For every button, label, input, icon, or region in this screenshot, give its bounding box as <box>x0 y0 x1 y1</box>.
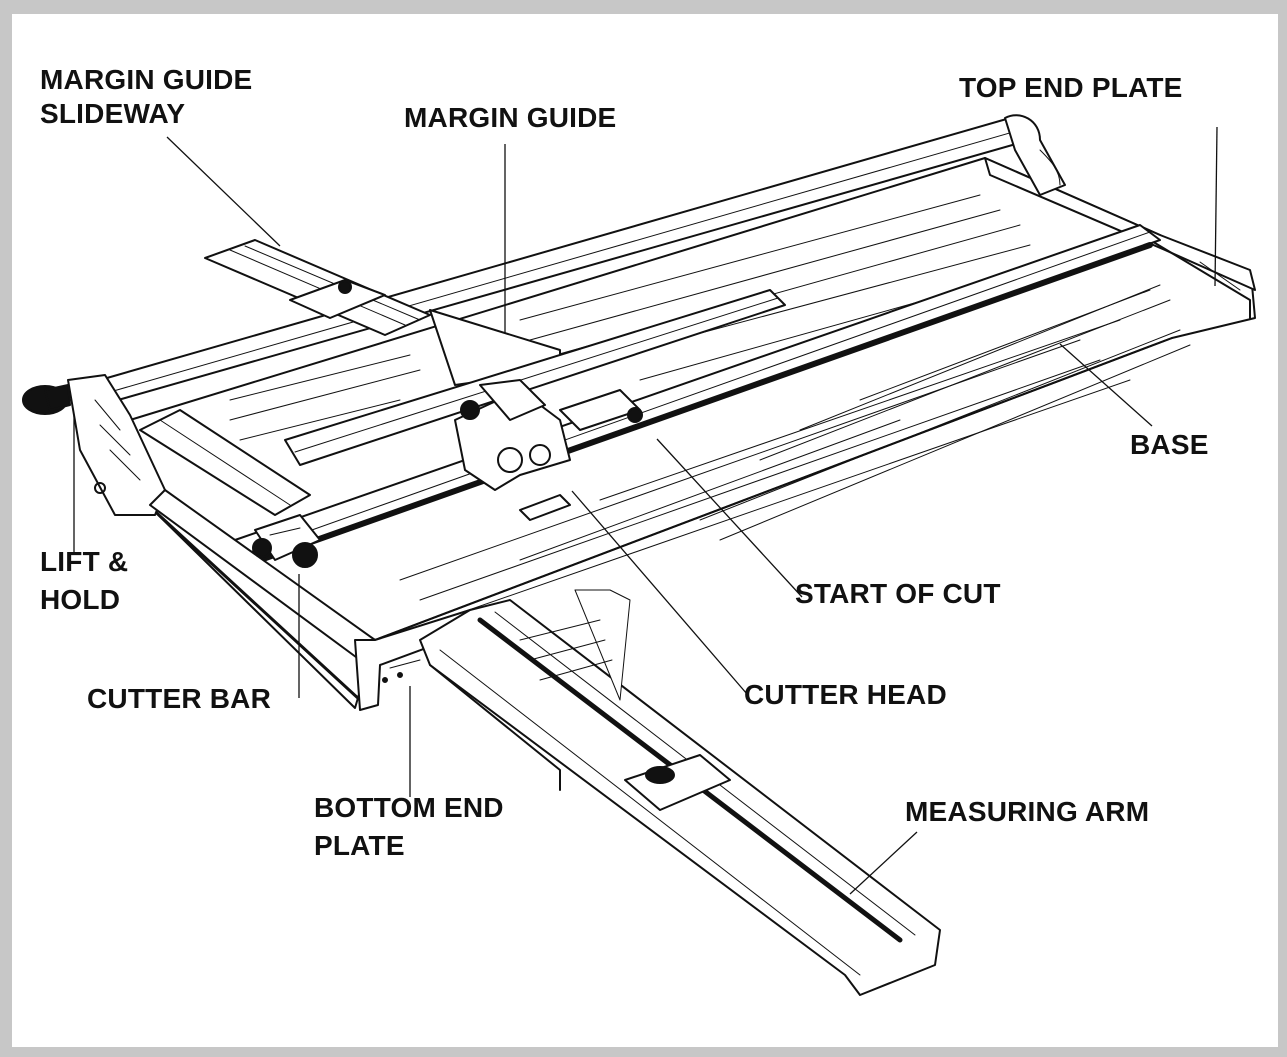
leader-lines <box>73 126 1218 895</box>
label-lift-hold-line1: LIFT & <box>40 546 129 577</box>
label-margin-guide-slideway-line1: MARGIN GUIDE <box>40 64 253 95</box>
label-base: BASE <box>1130 429 1209 460</box>
diagram-panel: MARGIN GUIDE SLIDEWAY MARGIN GUIDE TOP E… <box>12 14 1278 1047</box>
label-cutter-bar: CUTTER BAR <box>87 683 271 714</box>
base-hatching <box>229 194 1191 621</box>
mat-cutter-illustration <box>22 114 1256 996</box>
label-margin-guide-slideway-line2: SLIDEWAY <box>40 98 186 129</box>
label-cutter-head: CUTTER HEAD <box>744 679 947 710</box>
cutter-head-assembly <box>454 379 643 521</box>
label-measuring-arm: MEASURING ARM <box>905 796 1150 827</box>
label-margin-guide: MARGIN GUIDE <box>404 102 617 133</box>
measuring-arm <box>419 589 941 996</box>
cutter-bar-handle <box>252 514 321 568</box>
label-top-end-plate: TOP END PLATE <box>959 72 1183 103</box>
label-lift-hold-line2: HOLD <box>40 584 121 615</box>
label-bottom-end-plate-line1: BOTTOM END <box>314 792 504 823</box>
lift-hold-arm <box>22 374 166 516</box>
margin-guide-plate <box>284 289 786 466</box>
margin-guide-slideway <box>204 239 431 336</box>
label-bottom-end-plate-line2: PLATE <box>314 830 405 861</box>
label-start-of-cut: START OF CUT <box>795 578 1001 609</box>
